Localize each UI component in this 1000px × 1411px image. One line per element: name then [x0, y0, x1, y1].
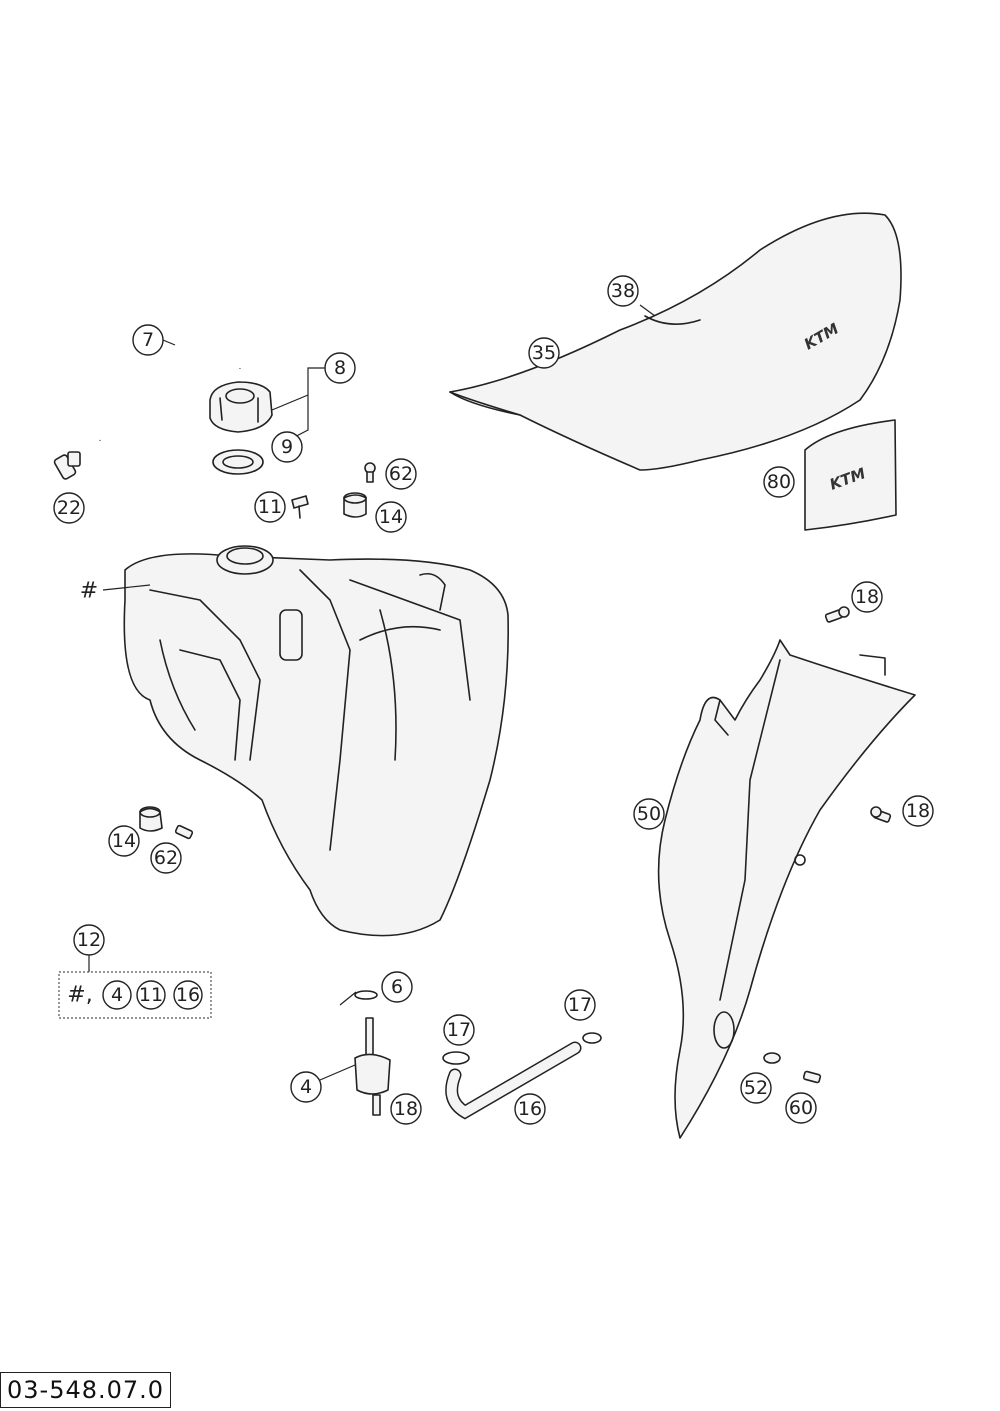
svg-text:8: 8 [334, 357, 346, 379]
fuel-tank [123, 545, 509, 937]
svg-text:11: 11 [258, 496, 282, 518]
svg-text:9: 9 [281, 436, 293, 458]
kit-prefix: #, [67, 983, 92, 1008]
svg-text:52: 52 [744, 1077, 768, 1099]
callout-62: 62 [150, 842, 182, 874]
svg-text:12: 12 [77, 929, 101, 951]
side-panel [657, 639, 916, 1139]
breather-valve [53, 451, 81, 480]
callout-7: 7 [132, 324, 164, 356]
kit-item: 4 [111, 984, 123, 1006]
washer-52 [763, 1052, 781, 1064]
callout-4: 4 [290, 1071, 322, 1103]
callout-22: 22 [53, 492, 85, 524]
callout-35: 35 [528, 337, 560, 369]
callout-17: 17 [564, 989, 596, 1021]
o-ring [354, 990, 378, 1000]
svg-text:18: 18 [855, 586, 879, 608]
svg-text:35: 35 [532, 342, 556, 364]
svg-text:62: 62 [154, 847, 178, 869]
callout-11: 11 [254, 491, 286, 523]
svg-text:38: 38 [611, 280, 635, 302]
kit-contents: #, 4 11 16 [67, 980, 203, 1010]
svg-text:18: 18 [906, 800, 930, 822]
callout-60: 60 [785, 1092, 817, 1124]
svg-text:60: 60 [789, 1097, 813, 1119]
callout-14: 14 [108, 825, 140, 857]
callout-50: 50 [633, 798, 665, 830]
svg-text:14: 14 [379, 506, 403, 528]
callout-38: 38 [607, 275, 639, 307]
svg-text:14: 14 [112, 830, 136, 852]
screw-18-mid [870, 806, 892, 823]
screw-62-top [364, 462, 376, 483]
callout-18: 18 [390, 1093, 422, 1125]
svg-text:17: 17 [447, 1019, 471, 1041]
fuel-hose [445, 1041, 582, 1120]
svg-text:4: 4 [300, 1076, 312, 1098]
svg-text:6: 6 [391, 976, 403, 998]
callout-6: 6 [381, 971, 413, 1003]
svg-text:50: 50 [637, 803, 661, 825]
callout-52: 52 [740, 1072, 772, 1104]
drawing-number: 03-548.07.0 [0, 1372, 172, 1408]
svg-text:62: 62 [389, 463, 413, 485]
callout-8: 8 [324, 352, 356, 384]
svg-text:17: 17 [568, 994, 592, 1016]
fastener-11 [291, 495, 309, 519]
callout-80: 80 [763, 466, 795, 498]
svg-text:80: 80 [767, 471, 791, 493]
screw-62-bottom [174, 824, 194, 840]
screw-18-top [824, 606, 850, 623]
callout-62: 62 [385, 458, 417, 490]
callout-9: 9 [271, 431, 303, 463]
svg-text:7: 7 [142, 329, 154, 351]
fuel-tap [354, 1017, 391, 1116]
fuel-tank-cap [209, 381, 273, 433]
cap-seal [212, 449, 264, 475]
callout-18: 18 [902, 795, 934, 827]
kit-box [58, 971, 212, 1019]
screw-60 [802, 1070, 822, 1084]
svg-text:18: 18 [394, 1098, 418, 1120]
fuel-breather-hose [98, 332, 242, 441]
callout-12: 12 [73, 924, 105, 956]
callout-18: 18 [851, 581, 883, 613]
kit-item: 16 [176, 984, 200, 1006]
decal: KTM [804, 419, 897, 531]
callout-14: 14 [375, 501, 407, 533]
callout-16: 16 [514, 1093, 546, 1125]
seat: KTM [449, 212, 902, 471]
kit-item: 11 [139, 984, 163, 1006]
hose-clamp-right [582, 1032, 602, 1044]
callout-17: 17 [443, 1014, 475, 1046]
svg-text:22: 22 [57, 497, 81, 519]
svg-text:16: 16 [518, 1098, 542, 1120]
hose-clamp-left [442, 1051, 470, 1065]
spacer-14-bottom [139, 806, 163, 832]
spacer-14-top [343, 492, 367, 518]
tank-marker: # [80, 579, 98, 604]
